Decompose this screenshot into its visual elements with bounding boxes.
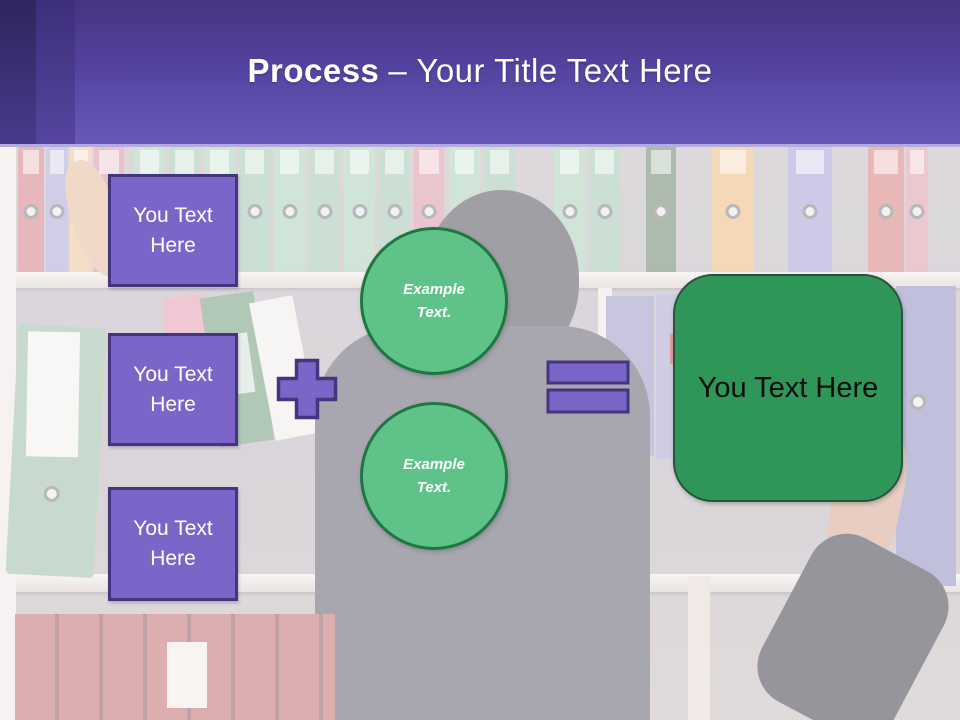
binder-shape: [309, 146, 340, 272]
slide-title-subtext: – Your Title Text Here: [388, 52, 713, 89]
slide-title[interactable]: Process– Your Title Text Here: [0, 52, 960, 90]
binder-shape: [896, 286, 956, 586]
binder-shape: [589, 146, 620, 272]
binder-shape: [274, 146, 305, 272]
header-accent-strip: [36, 0, 75, 146]
binder-shape: [712, 146, 754, 272]
binder-shape: [788, 146, 832, 272]
header-band: [0, 0, 960, 146]
binder-shape: [344, 146, 375, 272]
input-box-3[interactable]: You Text Here: [108, 487, 238, 601]
binder-ring: [910, 394, 926, 410]
input-box-2[interactable]: You Text Here: [108, 333, 238, 446]
binder-label: [167, 642, 207, 708]
header-bottom-edge: [0, 144, 960, 147]
result-box[interactable]: You Text Here: [673, 274, 903, 502]
binder-shape: [646, 146, 676, 272]
input-box-3-label: You Text Here: [133, 517, 213, 570]
example-circle-1-label: Example Text.: [403, 281, 465, 321]
plus-icon[interactable]: [275, 357, 339, 421]
equals-icon[interactable]: [546, 360, 630, 414]
result-box-label: You Text Here: [697, 371, 879, 404]
example-circle-2[interactable]: Example Text.: [360, 402, 508, 550]
input-box-2-label: You Text Here: [133, 362, 213, 416]
binder-shape: [868, 146, 904, 272]
binder-shape: [18, 146, 44, 272]
shelf-post: [688, 576, 710, 720]
shelf-post: [0, 146, 16, 720]
binder-shape: [906, 146, 928, 272]
example-circle-2-label: Example Text.: [403, 456, 465, 496]
binder-shape: [239, 146, 270, 272]
input-box-1[interactable]: You Text Here: [108, 174, 238, 287]
header-accent-strip: [0, 0, 36, 146]
example-circle-1[interactable]: Example Text.: [360, 227, 508, 375]
binder-shape: [46, 146, 68, 272]
input-box-1-label: You Text Here: [133, 203, 213, 257]
slide-title-keyword: Process: [247, 52, 380, 89]
binder-row: [15, 614, 335, 720]
